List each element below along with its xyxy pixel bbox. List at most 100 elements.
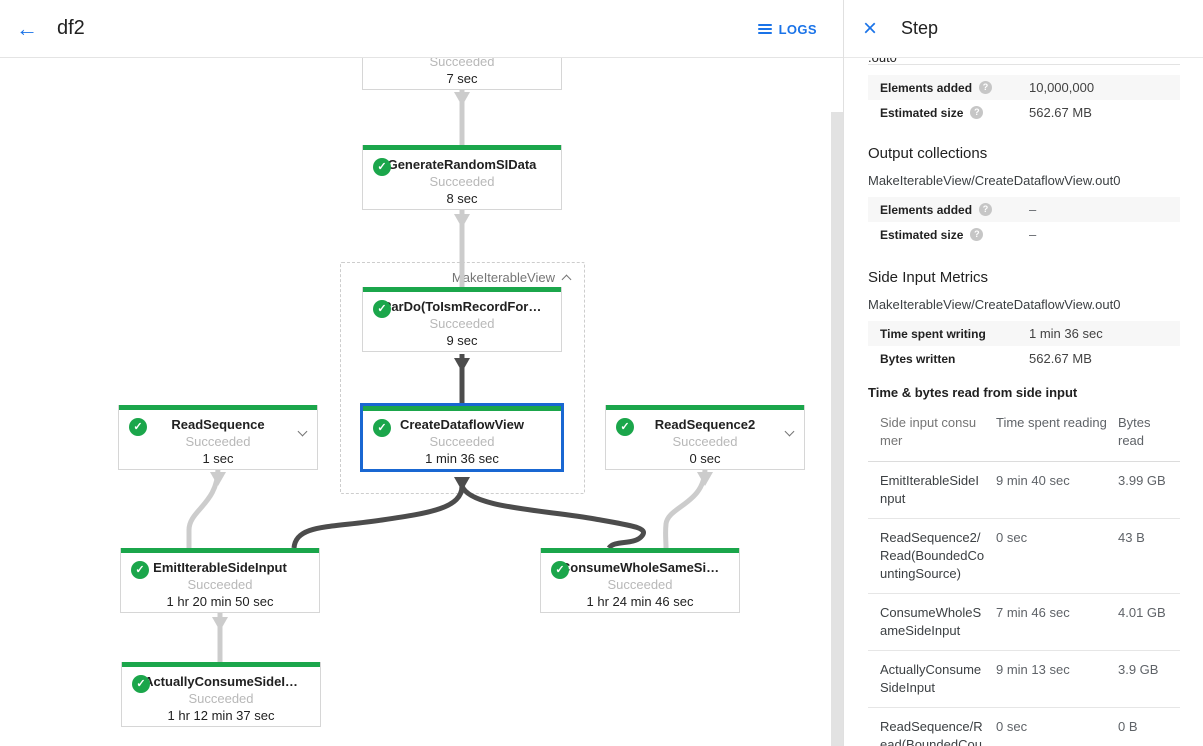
edge-arrow-icon	[697, 472, 713, 486]
metric-row: Bytes written 562.67 MB	[868, 346, 1180, 371]
node-time: 1 hr 20 min 50 sec	[166, 594, 274, 609]
chevron-down-icon[interactable]	[297, 422, 308, 440]
node-status: Succeeded	[185, 434, 251, 449]
graph-node-emititerablesideinput[interactable]: ✓ EmitIterableSideInput Succeeded 1 hr 2…	[120, 548, 320, 613]
list-icon	[757, 24, 772, 34]
metric-label: Time spent writing	[880, 326, 986, 341]
node-time: 1 min 36 sec	[425, 451, 499, 466]
node-time: 9 sec	[446, 333, 478, 348]
check-icon: ✓	[616, 418, 634, 436]
node-status: Succeeded	[429, 434, 495, 449]
check-icon: ✓	[373, 300, 391, 318]
edge-arrow-icon	[454, 358, 470, 372]
side-input-table: Side input consumer Time spent reading B…	[868, 404, 1180, 746]
input-metrics-group: Elements added ? 10,000,000 Estimated si…	[868, 75, 1180, 125]
job-title: df2	[57, 17, 85, 39]
node-status: Succeeded	[429, 174, 495, 189]
column-header: Time spent reading	[996, 415, 1107, 430]
node-status-bar	[541, 548, 739, 553]
table-row: ActuallyConsumeSideInput 9 min 13 sec 3.…	[868, 651, 1180, 708]
step-details-panel: × Step .out0 Elements added ? 10,000,000…	[843, 0, 1203, 746]
back-arrow-icon: ←	[16, 15, 38, 41]
metric-label: Elements added ?	[880, 81, 1029, 95]
graph-node-readsequence2[interactable]: ✓ ReadSequence2 Succeeded 0 sec	[605, 405, 805, 470]
table-row: ReadSequence2/Read(BoundedCountingSource…	[868, 519, 1180, 594]
node-status: Succeeded	[188, 691, 254, 706]
graph-node-consumewholesamesideinput[interactable]: ✓ ConsumeWholeSameSi… Succeeded 1 hr 24 …	[540, 548, 740, 613]
node-title: EmitIterableSideInput	[153, 560, 287, 575]
node-time: 8 sec	[446, 191, 478, 206]
help-icon[interactable]: ?	[979, 81, 993, 94]
metric-value: 562.67 MB	[1029, 351, 1092, 366]
close-icon: ×	[863, 14, 878, 42]
node-status-bar	[122, 662, 320, 667]
graph-node-pardo-toismrecord[interactable]: ✓ ParDo(ToIsmRecordFor… Succeeded 9 sec	[362, 287, 562, 352]
output-collections-heading: Output collections	[868, 145, 988, 162]
metric-label: Elements added ?	[880, 203, 1029, 217]
edge-arrow-icon	[454, 477, 470, 491]
check-icon: ✓	[373, 158, 391, 176]
metric-label: Bytes written	[880, 351, 956, 366]
node-title: CreateDataflowView	[399, 417, 525, 432]
node-time: 1 hr 24 min 46 sec	[586, 594, 694, 609]
job-graph-canvas: MakeIterableView ✓ Succeeded 7 sec ✓ Gen…	[0, 58, 843, 746]
edge	[291, 485, 465, 549]
edge-arrow-icon	[454, 214, 470, 228]
node-status-bar	[119, 405, 317, 410]
graph-node-actuallyconsumesideinput[interactable]: ✓ ActuallyConsumeSideI… Succeeded 1 hr 1…	[121, 662, 321, 727]
metric-row: Elements added ? –	[868, 197, 1180, 222]
edge	[186, 467, 221, 548]
edge-arrow-icon	[212, 617, 228, 631]
edge-arrow-icon	[210, 472, 226, 486]
metric-value: 562.67 MB	[1029, 105, 1092, 120]
node-status-bar	[363, 145, 561, 150]
group-toggle[interactable]: MakeIterableView	[451, 270, 572, 285]
metric-value: –	[1029, 202, 1037, 217]
node-title: ReadSequence2	[654, 417, 756, 432]
metric-row: Estimated size ? –	[868, 222, 1180, 247]
side-input-metrics-heading: Side Input Metrics	[868, 269, 989, 286]
group-label: MakeIterableView	[451, 270, 555, 285]
node-status-bar	[363, 406, 561, 411]
node-status-bar	[121, 548, 319, 553]
back-button[interactable]: ←	[15, 15, 39, 41]
logs-button[interactable]: LOGS	[757, 0, 817, 58]
graph-node-readsequence[interactable]: ✓ ReadSequence Succeeded 1 sec	[118, 405, 318, 470]
node-title: ActuallyConsumeSideI…	[144, 674, 298, 689]
edge-arrow-icon	[454, 92, 470, 106]
output-metrics-group: Elements added ? – Estimated size ? –	[868, 197, 1180, 247]
metric-value: 1 min 36 sec	[1029, 326, 1103, 341]
panel-title: Step	[901, 18, 939, 38]
graph-node-createdataflowview-selected[interactable]: ✓ CreateDataflowView Succeeded 1 min 36 …	[360, 403, 564, 472]
metric-label: Estimated size ?	[880, 106, 1029, 120]
close-button[interactable]: ×	[863, 14, 878, 42]
node-time: 7 sec	[446, 71, 478, 86]
table-row: EmitIterableSideInput 9 min 40 sec 3.99 …	[868, 462, 1180, 519]
chevron-down-icon[interactable]	[784, 422, 795, 440]
node-time: 1 sec	[202, 451, 234, 466]
metric-row: Estimated size ? 562.67 MB	[868, 100, 1180, 125]
check-icon: ✓	[551, 561, 569, 579]
table-row: ConsumeWholeSameSideInput 7 min 46 sec 4…	[868, 594, 1180, 651]
node-title: ReadSequence	[171, 417, 265, 432]
collection-name: MakeIterableView/CreateDataflowView.out0	[868, 173, 1121, 188]
help-icon[interactable]: ?	[970, 106, 984, 119]
help-icon[interactable]: ?	[979, 203, 993, 216]
vertical-scrollbar-thumb[interactable]	[831, 112, 843, 746]
side-input-table-heading: Time & bytes read from side input	[868, 385, 1078, 400]
node-status: Succeeded	[429, 316, 495, 331]
graph-edges	[186, 88, 713, 662]
help-icon[interactable]: ?	[970, 228, 984, 241]
metric-value: –	[1029, 227, 1037, 242]
node-status: Succeeded	[672, 434, 738, 449]
node-time: 0 sec	[689, 451, 721, 466]
panel-body: .out0 Elements added ? 10,000,000 Estima…	[844, 58, 1203, 746]
graph-node-top[interactable]: ✓ Succeeded 7 sec	[362, 58, 562, 90]
metric-row: Elements added ? 10,000,000	[868, 75, 1180, 100]
node-title: ConsumeWholeSameSi…	[560, 560, 720, 575]
column-header: Bytes read	[1118, 415, 1151, 448]
graph-node-generaterandomsidata[interactable]: ✓ GenerateRandomSIData Succeeded 8 sec	[362, 145, 562, 210]
node-title: GenerateRandomSIData	[387, 157, 537, 172]
check-icon: ✓	[129, 418, 147, 436]
collection-name: MakeIterableView/CreateDataflowView.out0	[868, 297, 1121, 312]
